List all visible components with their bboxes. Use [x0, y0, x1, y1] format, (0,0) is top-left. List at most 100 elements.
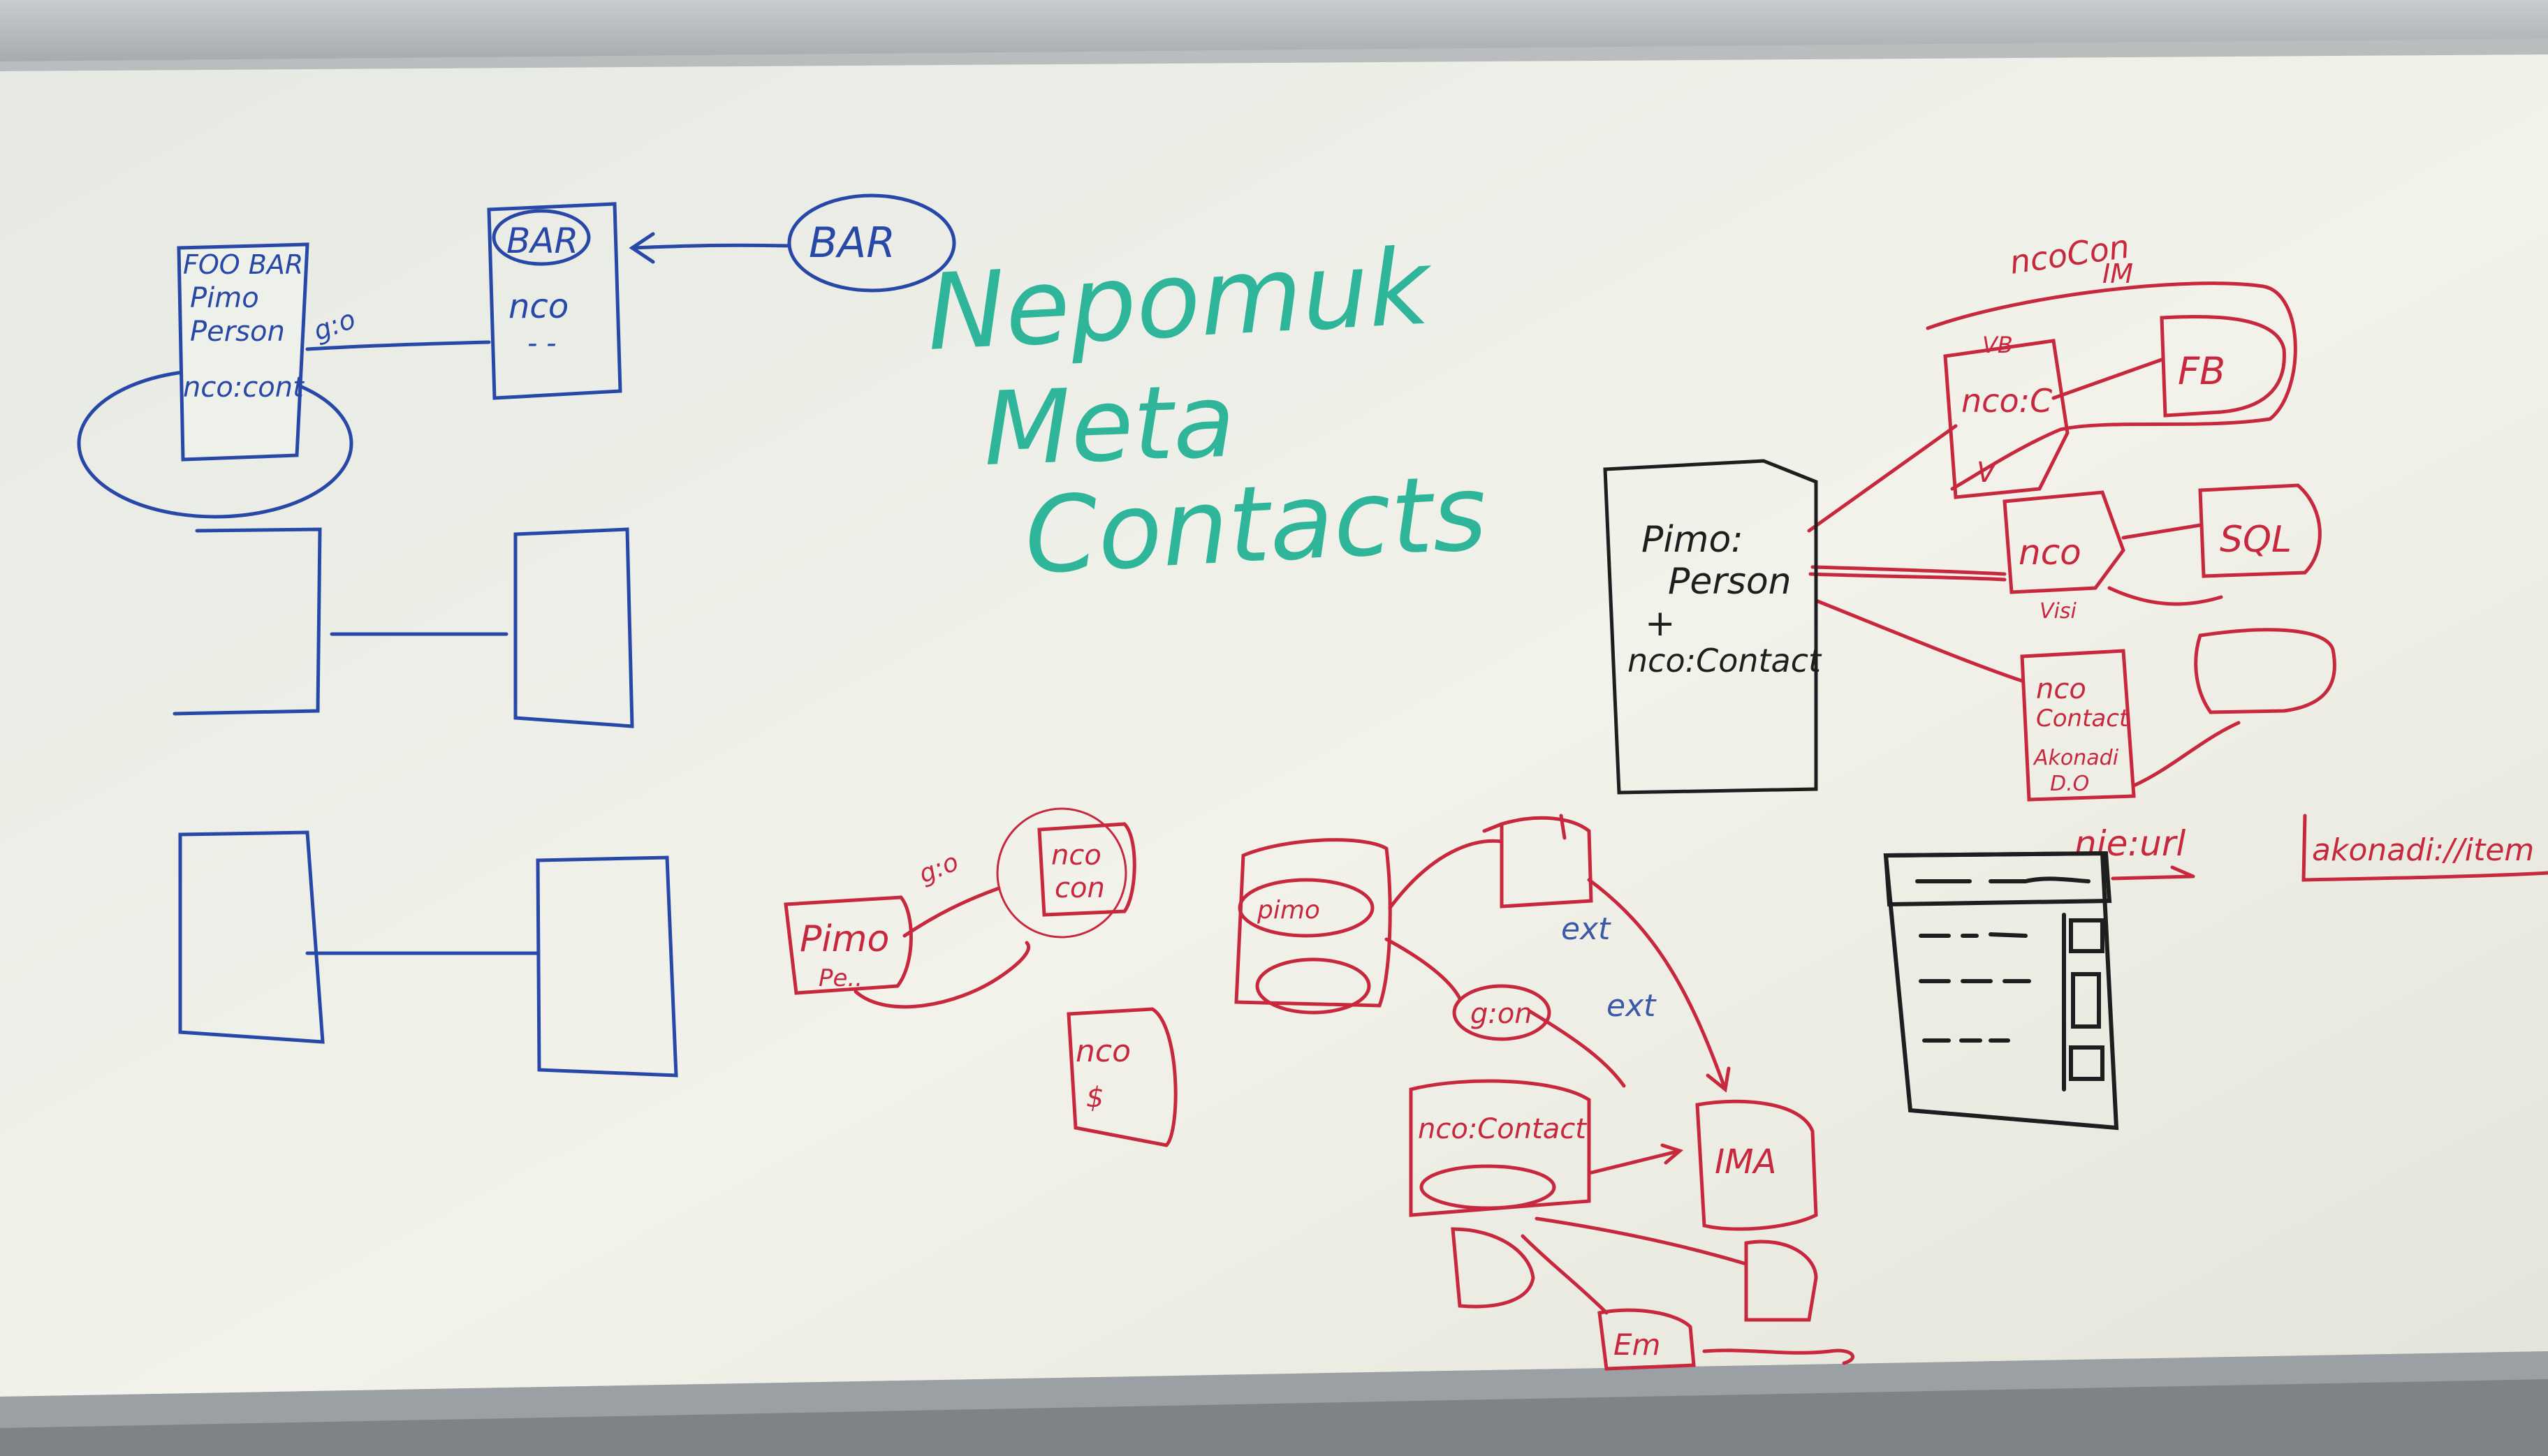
red-arrow-em [1521, 1234, 1609, 1315]
blue-left-box-line-1: FOO BAR [183, 249, 303, 280]
red-link-empty [2132, 721, 2241, 788]
red-node-empty [2194, 628, 2336, 714]
center-box-line-1: Pimo: [1641, 519, 1743, 561]
red-bottom-left [784, 807, 1178, 1147]
red-node-fb-text: FB [2178, 349, 2225, 393]
red-node-3 [2020, 649, 2136, 802]
red-em-box-text: Em [1613, 1328, 1660, 1362]
blue-box-bottom-right [536, 855, 678, 1078]
red-arrow-contact-ima [1587, 1143, 1684, 1175]
red-contact-box [1409, 1079, 1591, 1217]
red-right-lower-node [1744, 1240, 1818, 1322]
black-center-box [1603, 459, 1818, 795]
nie-url-label: nie:url [2074, 823, 2185, 864]
red-contact-box-text: nco:Contact [1418, 1113, 1587, 1145]
red-link-node-1 [1807, 424, 1958, 533]
blue-link-top [305, 340, 491, 351]
blue-diagrams [77, 193, 956, 1078]
blue-box-mid-left [173, 527, 322, 716]
red-node-2-text: nco [2019, 532, 2081, 573]
red-node-1-line-2: nco:C [1961, 382, 2052, 420]
blue-small-circle [492, 209, 591, 266]
red-nco-circle-line-2: con [1055, 872, 1105, 904]
akonadi-url-label: akonadi://item [2312, 832, 2534, 868]
red-node-3-line-1: nco [2036, 673, 2086, 705]
red-node-1-line-1: VB [1982, 332, 2013, 358]
red-link-fb [2051, 358, 2164, 400]
red-node-sql [2198, 483, 2322, 578]
red-nco-circle-line-1: nco [1051, 839, 1101, 872]
red-right-diagram [1807, 281, 2336, 802]
red-arrow-group [1384, 937, 1462, 1001]
red-im-group-outline [1926, 281, 2297, 491]
red-pimo-line-1: Pimo [800, 918, 889, 960]
red-arrow-right-lower [1535, 1216, 1748, 1266]
blue-box-middle [487, 202, 622, 400]
blue-middle-box-line-2: nco [508, 287, 569, 326]
mockup-scroll-thumb [2071, 972, 2101, 1029]
red-node-sql-text: SQL [2220, 519, 2292, 561]
mockup-scroll-up [2069, 918, 2104, 953]
red-contact-inner [1419, 1164, 1556, 1210]
red-nco-box-line-1: nco [1076, 1034, 1131, 1069]
mockup-scroll-down [2069, 1045, 2104, 1081]
red-node-fb [2160, 314, 2286, 418]
red-bottom-left-text: Pimo Pe.. nco con g:o nco $ [800, 839, 1131, 1114]
red-tail-scribble [1702, 1348, 1855, 1365]
board-bottom-tray [0, 1351, 2548, 1428]
blue-box-left [177, 242, 309, 462]
blue-middle-box-line-3: - - [527, 328, 557, 360]
red-pimo-box [784, 895, 913, 995]
red-nco-circle-box [1037, 822, 1136, 917]
mockup-header-lines [1915, 876, 2091, 883]
red-top-node-dash [1482, 814, 1567, 840]
red-bottom-center [1234, 814, 1855, 1371]
red-ext-label-1: ext [1561, 911, 1611, 947]
center-box-line-2: Person [1668, 561, 1792, 603]
red-node-3-line-4: D.O [2050, 772, 2089, 796]
blue-left-box-line-4: nco:cont [183, 372, 305, 404]
red-node-2 [2002, 490, 2125, 594]
title-line-2: Meta [981, 362, 1237, 489]
akonadi-bracket [2301, 814, 2548, 882]
nie-row-lines [2111, 814, 2548, 882]
red-arrow-ima-long [1587, 878, 1731, 1093]
red-nco-box-line-2: $ [1086, 1082, 1104, 1114]
blue-left-box-line-2: Pimo [190, 282, 259, 314]
blue-arrow-bubble [629, 232, 791, 264]
blue-middle-box-line-1: BAR [506, 221, 578, 261]
red-arrow-visi [2107, 586, 2223, 606]
red-nco-circle-outer [996, 807, 1127, 939]
red-arrow-top-node [1388, 839, 1504, 910]
nie-arrow [2111, 865, 2195, 881]
mockup-row-1 [1919, 932, 2028, 938]
red-right-handwriting: ncoCon IM Pimo: Person + nco:Contact VB … [1627, 227, 2292, 796]
blue-box-bottom-left [178, 830, 325, 1044]
black-ui-mockup [1883, 851, 2119, 1131]
red-node-3-line-3: Akonadi [2033, 746, 2119, 770]
title-line-1: Nepomuk [924, 226, 1436, 374]
red-em-box [1597, 1308, 1696, 1371]
red-link-node-3 [1814, 598, 2024, 683]
red-visi-label: Visi [2040, 599, 2077, 624]
red-nco-box [1067, 1007, 1178, 1147]
red-link-node-2b [1808, 572, 2007, 582]
red-loop-pimo [854, 941, 1030, 1009]
red-lower-node [1451, 1227, 1535, 1309]
title-line-3: Contacts [1022, 453, 1490, 598]
red-node-3-line-2: Contact [2036, 705, 2130, 733]
black-person-box [1603, 459, 1818, 795]
red-group-label: g:on [1470, 998, 1532, 1030]
mockup-header [1883, 851, 2112, 907]
red-person-box-text: pimo [1257, 896, 1320, 925]
red-bottom-center-text: pimo ext ext g:on nco:Contact IMA Em [1257, 896, 1776, 1362]
red-pimo-line-2: Pe.. [819, 964, 863, 992]
blue-box-mid-right [513, 527, 634, 728]
red-person-inner [1238, 878, 1375, 938]
center-box-line-4: nco:Contact [1627, 642, 1822, 679]
red-person-loop [1255, 957, 1371, 1015]
nie-row: nie:url akonadi://item [2074, 823, 2534, 868]
blue-bubble [787, 193, 956, 293]
red-link-node-2a [1810, 565, 2007, 576]
